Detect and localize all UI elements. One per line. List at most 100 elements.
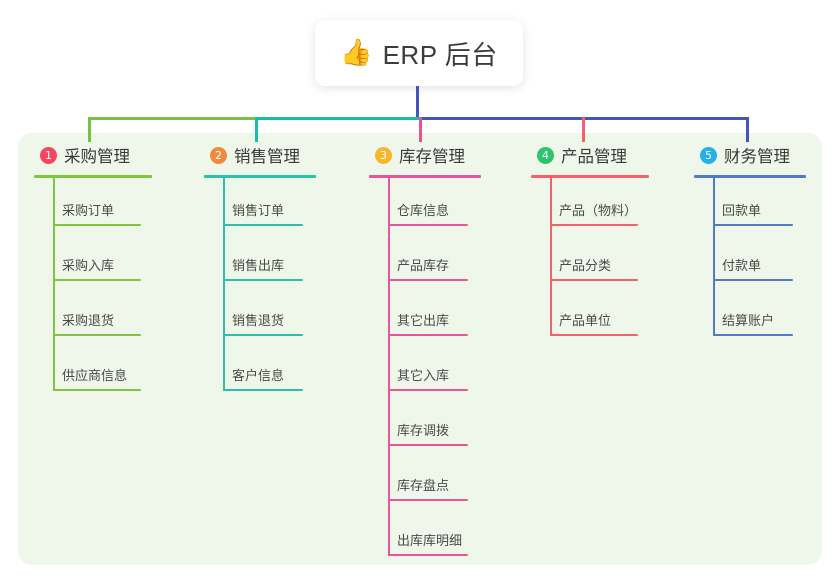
branch-item-underline bbox=[53, 334, 141, 336]
branch-item-label: 采购退货 bbox=[62, 313, 115, 328]
branch-underline bbox=[34, 175, 152, 178]
branch-item[interactable]: 仓库信息 bbox=[365, 178, 510, 233]
branch-underline bbox=[369, 175, 481, 178]
branch-header-1[interactable]: 1 采购管理 bbox=[30, 142, 180, 168]
trunk-bar-segment-teal bbox=[255, 117, 419, 120]
branch-item[interactable]: 结算账户 bbox=[690, 288, 830, 343]
branch-item-label: 供应商信息 bbox=[62, 368, 128, 383]
branch-trunk-line bbox=[223, 178, 225, 391]
branch-index-badge: 4 bbox=[537, 146, 554, 164]
branch-item[interactable]: 其它入库 bbox=[365, 343, 510, 398]
branch-underline bbox=[204, 175, 316, 178]
branch-items: 采购订单采购入库采购退货供应商信息 bbox=[30, 178, 180, 398]
branch-item-underline bbox=[550, 279, 638, 281]
branch-item-label: 产品（物料） bbox=[559, 203, 638, 218]
branch-item[interactable]: 产品库存 bbox=[365, 233, 510, 288]
branch-item[interactable]: 销售出库 bbox=[200, 233, 342, 288]
branch-items: 销售订单销售出库销售退货客户信息 bbox=[200, 178, 342, 398]
branch-item-label: 库存盘点 bbox=[397, 478, 450, 493]
branch-item-label: 产品单位 bbox=[559, 313, 612, 328]
branch-title: 采购管理 bbox=[64, 148, 130, 166]
branch-item-underline bbox=[388, 389, 468, 391]
branch-item-underline bbox=[53, 279, 141, 281]
branch-item-label: 回款单 bbox=[722, 203, 762, 218]
branch-item-underline bbox=[223, 334, 303, 336]
branch-item-label: 客户信息 bbox=[232, 368, 285, 383]
branch-item[interactable]: 客户信息 bbox=[200, 343, 342, 398]
branch-header-4[interactable]: 4 产品管理 bbox=[527, 142, 677, 168]
branch-item-underline bbox=[713, 334, 793, 336]
branch-index-badge: 5 bbox=[700, 146, 717, 164]
branch-header-5[interactable]: 5 财务管理 bbox=[690, 142, 830, 168]
branch-item-label: 仓库信息 bbox=[397, 203, 450, 218]
branch-trunk-line bbox=[53, 178, 55, 391]
branch-item[interactable]: 供应商信息 bbox=[30, 343, 180, 398]
branch-title: 财务管理 bbox=[724, 148, 790, 166]
branch-item[interactable]: 销售订单 bbox=[200, 178, 342, 233]
branch-item-label: 出库库明细 bbox=[397, 533, 463, 548]
branch-drop-line-2 bbox=[255, 117, 258, 142]
branch-item[interactable]: 产品（物料） bbox=[527, 178, 677, 233]
branch-item-underline bbox=[53, 389, 141, 391]
branch-item-underline bbox=[223, 224, 303, 226]
branch-item[interactable]: 采购订单 bbox=[30, 178, 180, 233]
branch-trunk-line bbox=[713, 178, 715, 336]
branch-item-underline bbox=[713, 224, 793, 226]
branch-trunk-line bbox=[388, 178, 390, 556]
branch-items: 产品（物料） 产品分类产品单位 bbox=[527, 178, 677, 343]
branch-item-underline bbox=[53, 224, 141, 226]
branch-items: 回款单付款单结算账户 bbox=[690, 178, 830, 343]
branches-panel bbox=[18, 133, 822, 565]
branch-item[interactable]: 采购入库 bbox=[30, 233, 180, 288]
branch-item-label: 销售出库 bbox=[232, 258, 285, 273]
branch-item-underline bbox=[223, 279, 303, 281]
branch-item[interactable]: 回款单 bbox=[690, 178, 830, 233]
branch-item[interactable]: 产品分类 bbox=[527, 233, 677, 288]
branch-item-underline bbox=[550, 334, 638, 336]
branch-header-3[interactable]: 3 库存管理 bbox=[365, 142, 510, 168]
branch-item-underline bbox=[388, 334, 468, 336]
branch-item[interactable]: 采购退货 bbox=[30, 288, 180, 343]
branch-title: 销售管理 bbox=[234, 148, 300, 166]
branch-item[interactable]: 库存盘点 bbox=[365, 453, 510, 508]
branch-column-4: 4 产品管理产品（物料） 产品分类产品单位 bbox=[527, 142, 677, 343]
branch-item[interactable]: 其它出库 bbox=[365, 288, 510, 343]
branch-underline bbox=[694, 175, 806, 178]
branch-drop-line-4 bbox=[582, 117, 585, 142]
branch-drop-line-1 bbox=[88, 117, 91, 142]
branch-column-5: 5 财务管理回款单付款单结算账户 bbox=[690, 142, 830, 343]
branch-item-underline bbox=[713, 279, 793, 281]
branch-item[interactable]: 销售退货 bbox=[200, 288, 342, 343]
branch-item-underline bbox=[223, 389, 303, 391]
root-node[interactable]: 👍 ERP 后台 bbox=[315, 20, 523, 86]
branch-item-underline bbox=[550, 224, 638, 226]
branch-column-3: 3 库存管理仓库信息产品库存其它出库其它入库库存调拨库存盘点出库库明细 bbox=[365, 142, 510, 563]
branch-item-underline bbox=[388, 444, 468, 446]
branch-item-underline bbox=[388, 224, 468, 226]
branch-index-badge: 1 bbox=[40, 146, 57, 164]
branch-item-label: 产品分类 bbox=[559, 258, 612, 273]
branch-item-label: 采购订单 bbox=[62, 203, 115, 218]
branch-item-label: 结算账户 bbox=[722, 313, 775, 328]
branch-item-label: 其它入库 bbox=[397, 368, 450, 383]
branch-title: 库存管理 bbox=[399, 148, 465, 166]
branch-item-label: 产品库存 bbox=[397, 258, 450, 273]
thumbs-up-icon: 👍 bbox=[340, 38, 373, 68]
root-title: ERP 后台 bbox=[382, 39, 498, 70]
branch-item[interactable]: 出库库明细 bbox=[365, 508, 510, 563]
trunk-bar-segment-green bbox=[88, 117, 255, 120]
branch-item-underline bbox=[388, 279, 468, 281]
branch-index-badge: 3 bbox=[375, 146, 392, 164]
branch-item-label: 其它出库 bbox=[397, 313, 450, 328]
branch-item[interactable]: 库存调拨 bbox=[365, 398, 510, 453]
branch-title: 产品管理 bbox=[561, 148, 627, 166]
branch-item[interactable]: 产品单位 bbox=[527, 288, 677, 343]
branch-trunk-line bbox=[550, 178, 552, 336]
root-stem bbox=[416, 86, 419, 120]
branch-item-underline bbox=[388, 554, 468, 556]
branch-column-1: 1 采购管理采购订单采购入库采购退货供应商信息 bbox=[30, 142, 180, 398]
branch-item[interactable]: 付款单 bbox=[690, 233, 830, 288]
branch-item-label: 销售退货 bbox=[232, 313, 285, 328]
